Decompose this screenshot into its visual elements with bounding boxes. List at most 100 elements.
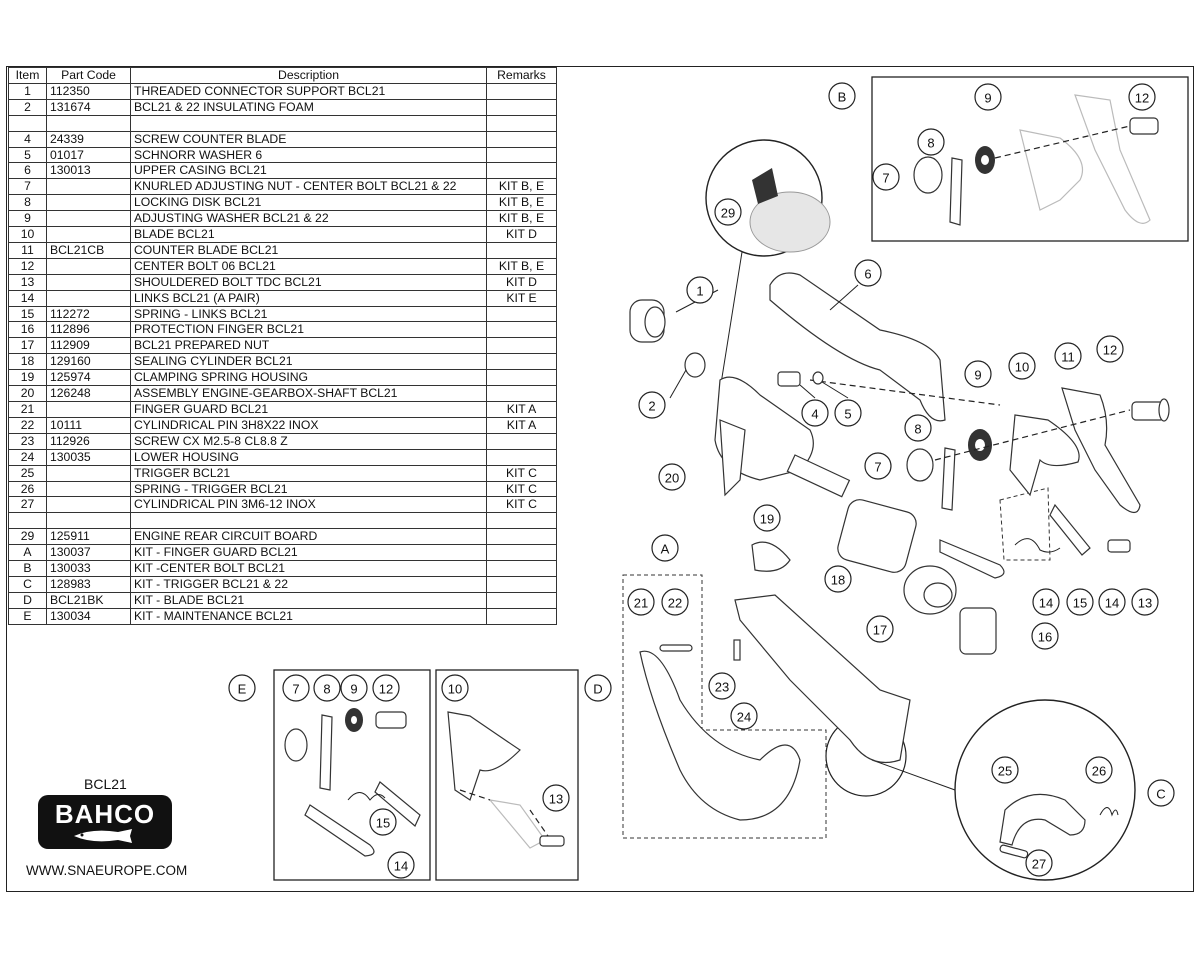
svg-text:17: 17 (873, 623, 887, 638)
table-cell-item: 20 (8, 385, 47, 403)
table-cell-description: SEALING CYLINDER BCL21 (130, 353, 487, 371)
kit-d-box (435, 669, 579, 881)
svg-text:C: C (1156, 787, 1165, 802)
callout-main-18: 19 (753, 504, 781, 532)
kit-c-parts (999, 793, 1119, 859)
sealing-cylinder (837, 499, 917, 573)
callout-main-24: 29 (714, 198, 742, 226)
callout-main-4: 6 (854, 259, 882, 287)
table-cell-part-code: 130013 (46, 162, 131, 180)
callout-kit_e-0: E (228, 674, 256, 702)
svg-text:13: 13 (549, 792, 563, 807)
prepared-nut (903, 565, 957, 615)
center-bolt (1131, 398, 1170, 422)
locking-disk (941, 447, 956, 511)
callout-leader-2 (799, 384, 816, 399)
svg-text:10: 10 (448, 682, 462, 697)
svg-text:8: 8 (914, 422, 921, 437)
center-bolt-axis (934, 409, 1131, 461)
cylindrical-pin-22 (659, 644, 693, 652)
kit-b-parts (913, 94, 1159, 226)
shouldered-bolt (1107, 539, 1131, 553)
table-cell-part-code: 131674 (46, 98, 131, 116)
callout-kit_d-0: D (584, 674, 612, 702)
kit-a-box (622, 574, 827, 839)
callout-kit_b-1: 7 (872, 163, 900, 191)
table-cell-remarks (486, 98, 557, 116)
callout-main-17: 18 (824, 565, 852, 593)
callout-kit_e-1: 7 (282, 674, 310, 702)
finger-guard (639, 650, 801, 821)
svg-text:9: 9 (350, 682, 357, 697)
motor-assembly (714, 376, 851, 498)
callout-main-12: 14 (1098, 588, 1126, 616)
svg-text:14: 14 (1039, 596, 1053, 611)
svg-text:25: 25 (998, 764, 1012, 779)
callout-main-0: 1 (686, 276, 714, 304)
svg-text:7: 7 (292, 682, 299, 697)
table-cell-description: CLAMPING SPRING HOUSING (130, 369, 487, 387)
svg-text:9: 9 (984, 91, 991, 106)
callout-main-11: 13 (1131, 588, 1159, 616)
callout-kit_e-2: 8 (313, 674, 341, 702)
svg-text:29: 29 (721, 206, 735, 221)
blade (1009, 414, 1080, 497)
callout-main-14: 14 (1032, 588, 1060, 616)
table-cell-remarks: KIT C (486, 496, 557, 514)
table-cell-part-code: BCL21BK (46, 591, 131, 609)
table-header-row: Item Part Code Description Remarks (8, 67, 557, 84)
table-cell-description: SCREW CX M2.5-8 CL8.8 Z (130, 432, 487, 450)
table-cell-description: KIT - FINGER GUARD BCL21 (130, 544, 487, 562)
table-cell-description: LINKS BCL21 (A PAIR) (130, 289, 487, 307)
callout-kit_c-2: 26 (1085, 756, 1113, 784)
table-cell-part-code: 129160 (46, 353, 131, 371)
callout-kit_a-0: A (651, 534, 679, 562)
callout-kit_e-4: 12 (372, 674, 400, 702)
callout-main-16: 17 (866, 615, 894, 643)
svg-text:15: 15 (376, 816, 390, 831)
kit-b-box (871, 76, 1189, 242)
kit-d-parts (447, 711, 565, 849)
table-cell-item: 27 (8, 496, 47, 514)
table-cell-description: SPRING - LINKS BCL21 (130, 305, 487, 323)
svg-text:E: E (238, 682, 247, 697)
spring-links (1014, 538, 1061, 553)
callout-main-7: 9 (964, 360, 992, 388)
circuit-board-detail (749, 168, 831, 253)
svg-text:27: 27 (1032, 857, 1046, 872)
callout-main-10: 12 (1096, 335, 1124, 363)
table-cell-description: CENTER BOLT 06 BCL21 (130, 257, 487, 275)
callout-kit_b-4: 12 (1128, 83, 1156, 111)
table-cell-part-code: 130034 (46, 607, 131, 625)
insulating-foam (684, 352, 706, 378)
table-cell-item: 24 (8, 448, 47, 466)
threaded-connector (629, 299, 666, 343)
callout-main-6: 8 (904, 414, 932, 442)
zoom-c-leader (871, 759, 956, 791)
table-cell-part-code: 128983 (46, 575, 131, 593)
svg-text:8: 8 (323, 682, 330, 697)
table-cell-description: BLADE BCL21 (130, 226, 487, 243)
svg-text:21: 21 (634, 596, 648, 611)
schnorr-washer (812, 371, 824, 385)
callout-main-1: 2 (638, 391, 666, 419)
table-cell-remarks: KIT B, E (486, 178, 557, 196)
callout-main-13: 15 (1066, 588, 1094, 616)
svg-text:18: 18 (831, 573, 845, 588)
callout-main-3: 5 (834, 399, 862, 427)
callout-kit_e-3: 9 (340, 674, 368, 702)
logo-wordmark: BAHCO (54, 799, 156, 829)
callout-main-20: 21 (627, 588, 655, 616)
svg-text:14: 14 (1105, 596, 1119, 611)
zoom-29-leader (719, 251, 743, 391)
svg-text:10: 10 (1015, 360, 1029, 375)
svg-text:22: 22 (668, 596, 682, 611)
table-cell-part-code: 130037 (46, 544, 131, 562)
